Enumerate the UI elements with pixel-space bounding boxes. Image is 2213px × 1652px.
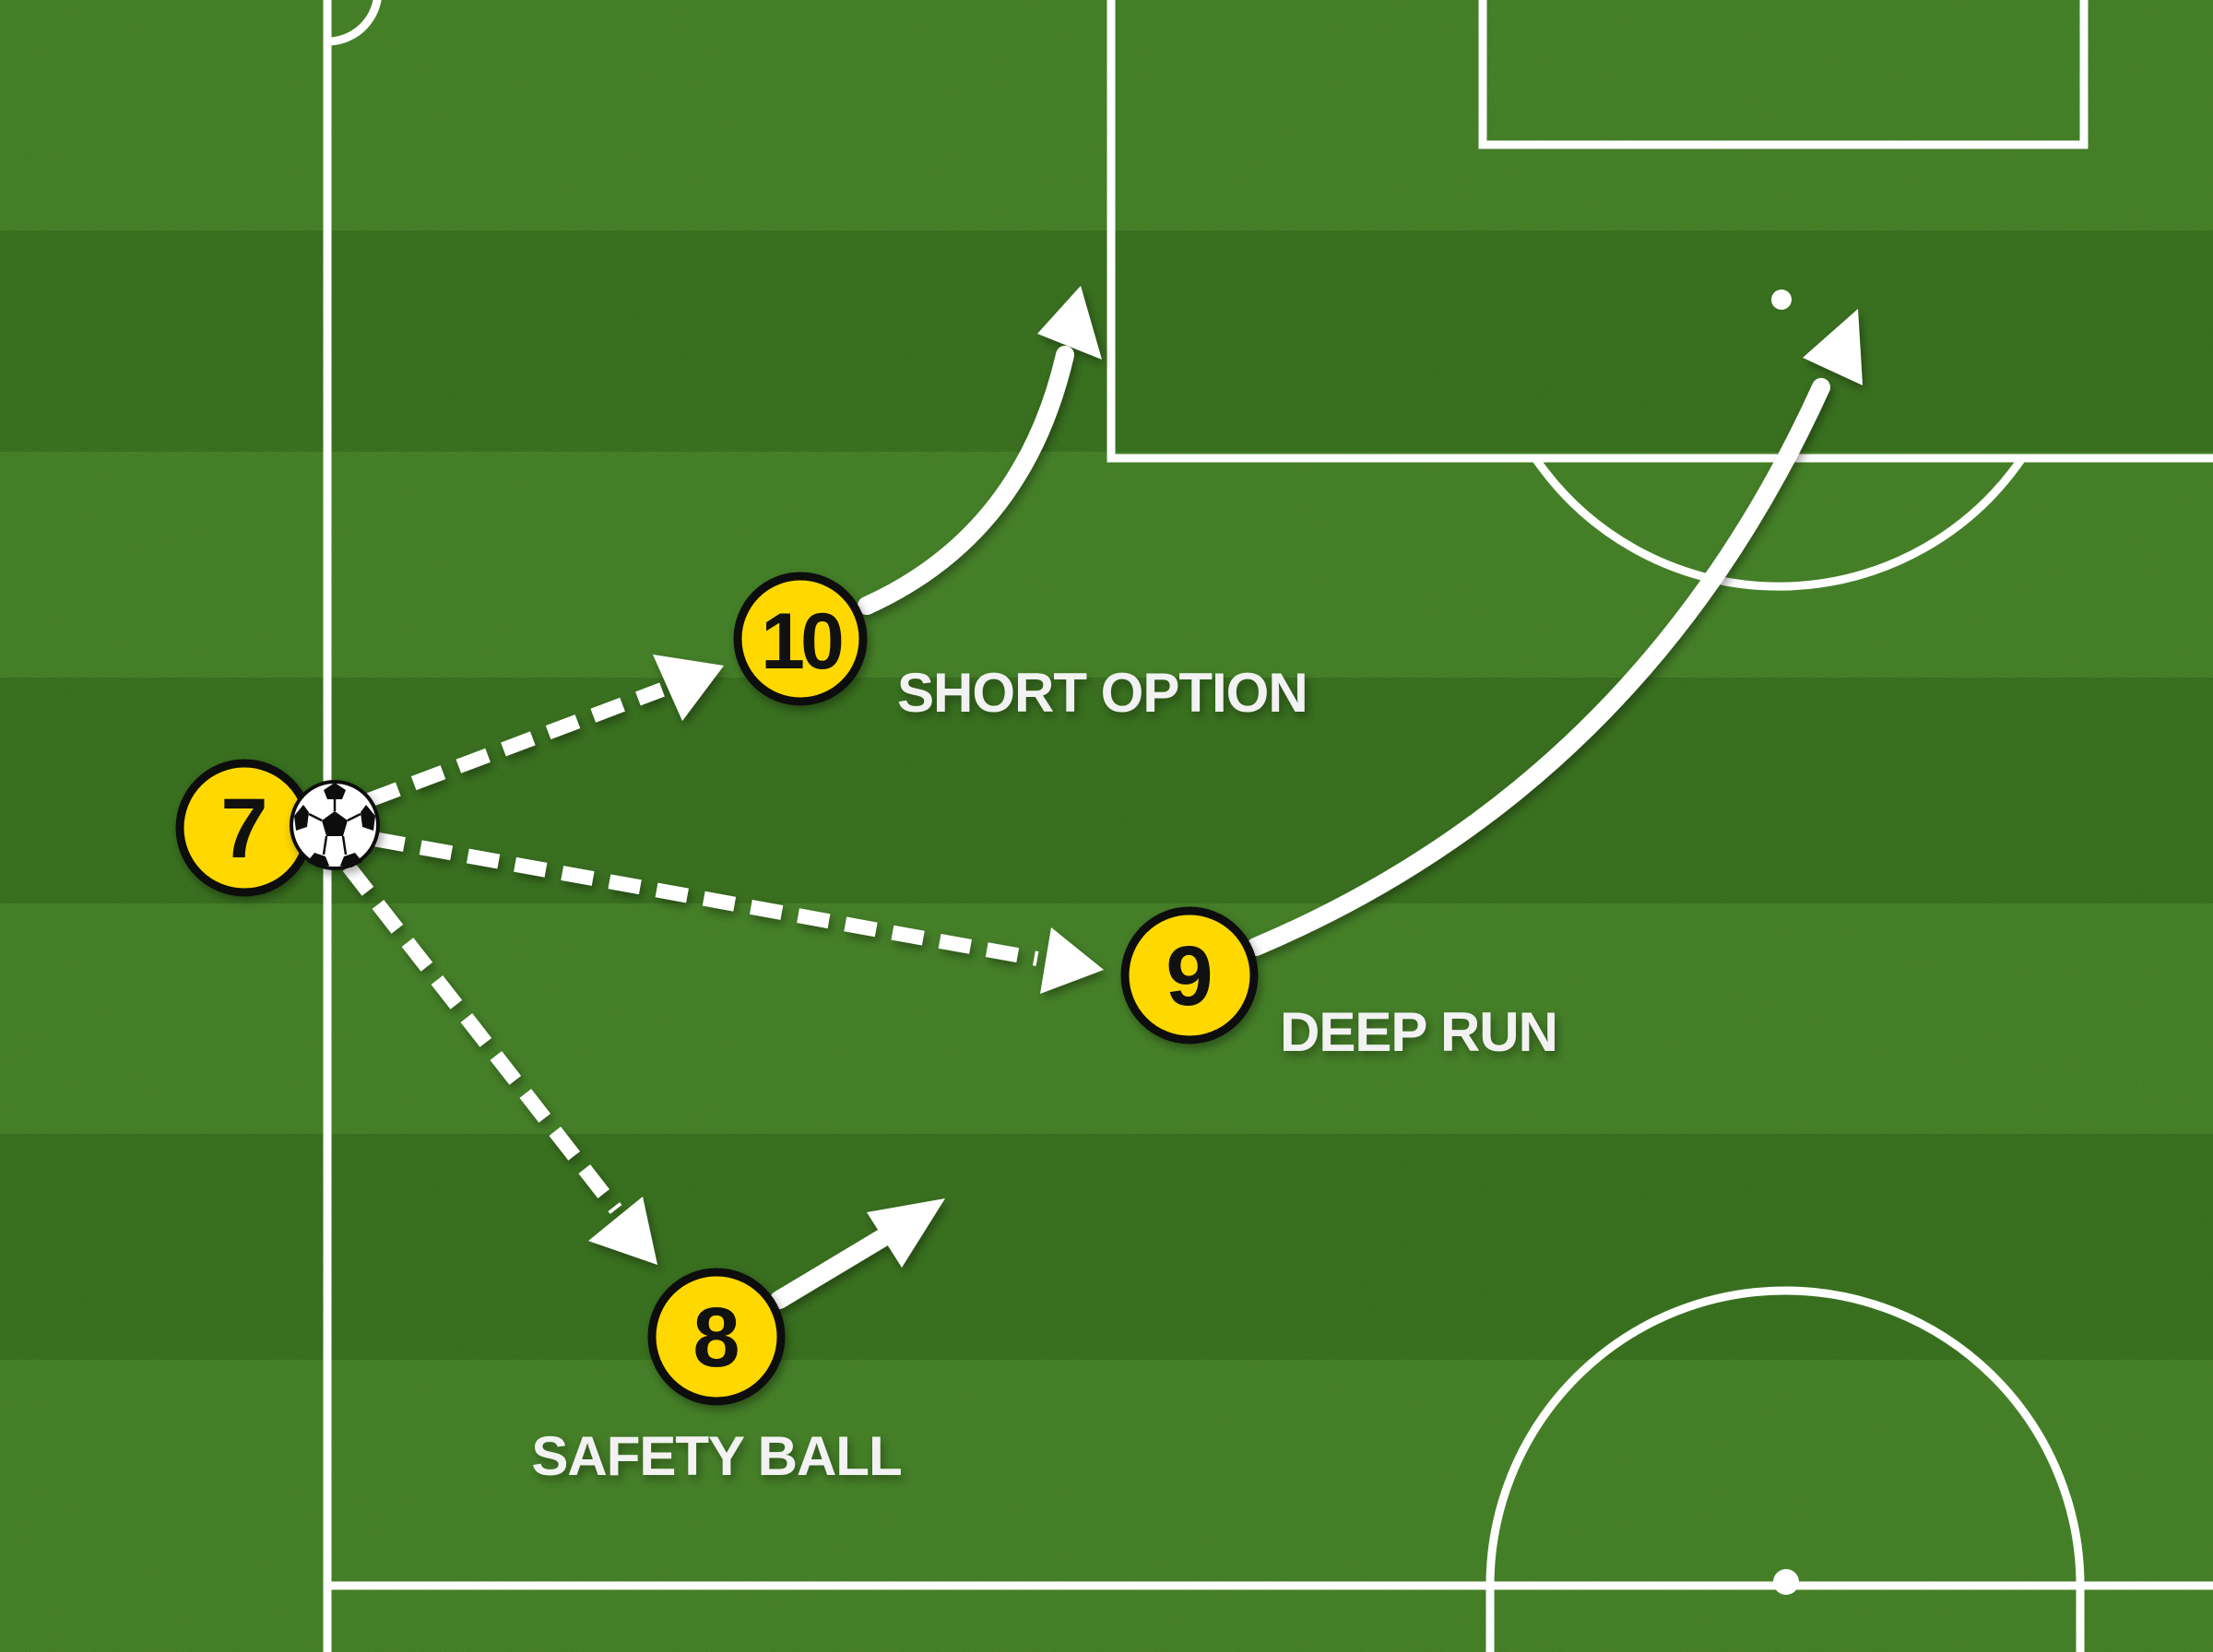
player-9-token xyxy=(1120,906,1259,1044)
pass-arrow-to-10 xyxy=(366,682,665,808)
player-7: 7 xyxy=(175,759,314,897)
penalty-spot xyxy=(1771,289,1792,310)
run-arrow-8-head xyxy=(867,1198,945,1268)
player-9: 9 xyxy=(1120,906,1259,1044)
pass-arrow-to-9 xyxy=(372,832,1039,966)
ball-patch xyxy=(324,783,346,799)
corner-arc xyxy=(326,0,382,46)
run-arrow-9-head xyxy=(1803,309,1863,385)
ball-patch xyxy=(322,811,348,836)
run-arrow-9 xyxy=(1247,378,1830,956)
ball-patch xyxy=(294,805,309,831)
penalty-arc xyxy=(1532,455,2026,591)
player-10-number: 10 xyxy=(761,597,842,686)
run-arrow-8 xyxy=(770,1224,899,1309)
pass-arrow-to-8-head xyxy=(588,1197,657,1265)
goal-area xyxy=(1478,0,2089,149)
player-9-number: 9 xyxy=(1166,929,1213,1023)
player-8: 8 xyxy=(647,1268,786,1406)
label-short-option: SHORT OPTION xyxy=(897,662,1308,724)
ball-patch xyxy=(340,853,362,867)
penalty-box xyxy=(1106,0,2213,463)
soccer-ball-icon xyxy=(290,780,380,870)
pass-arrow-to-10-head xyxy=(653,655,724,721)
center-circle xyxy=(1485,1286,2085,1652)
ball-patch xyxy=(307,853,329,867)
run-arrow-10 xyxy=(858,346,1074,615)
ball-seams xyxy=(308,799,361,856)
run-arrows xyxy=(770,286,1863,1309)
ball-patch xyxy=(361,805,375,831)
center-spot xyxy=(1773,1569,1799,1595)
run-arrow-10-head xyxy=(1037,286,1102,360)
player-10: 10 xyxy=(733,572,868,706)
player-10-token xyxy=(733,572,868,706)
label-safety-ball: SAFETY BALL xyxy=(531,1425,901,1487)
pass-arrows xyxy=(342,655,1104,1265)
pass-arrow-to-9-head xyxy=(1040,927,1104,994)
pass-arrow-to-8 xyxy=(342,862,622,1214)
player-8-token xyxy=(647,1268,786,1406)
player-8-number: 8 xyxy=(692,1291,740,1385)
label-deep-run: DEEP RUN xyxy=(1280,1001,1557,1063)
player-7-number: 7 xyxy=(220,782,267,876)
